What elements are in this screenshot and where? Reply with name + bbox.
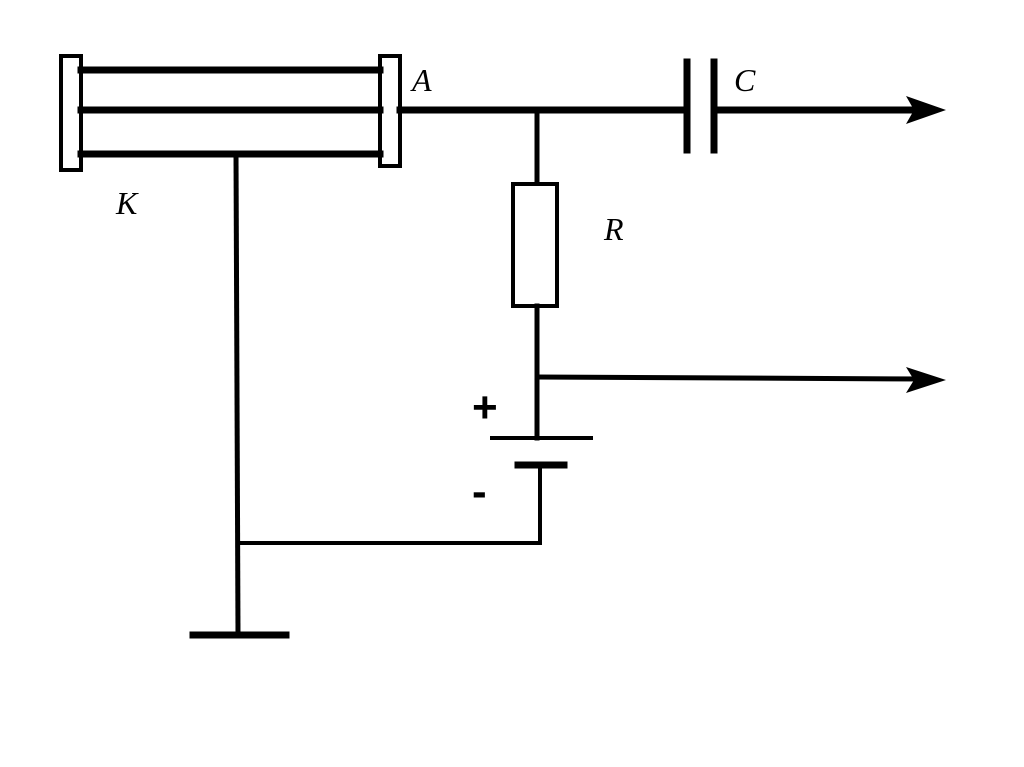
output-arrow-bottom — [906, 367, 946, 393]
tube — [59, 54, 402, 172]
resistor — [511, 182, 559, 308]
capacitor — [683, 58, 718, 154]
battery — [490, 436, 593, 469]
label-battery-minus: - — [472, 467, 487, 516]
label-battery-plus: + — [472, 383, 498, 432]
output-line-bottom — [534, 374, 928, 382]
label-cathode: K — [115, 185, 139, 221]
label-resistor: R — [603, 211, 624, 247]
cathode-ground-wire — [233, 151, 241, 637]
label-anode: A — [410, 62, 432, 98]
output-arrow-top — [906, 96, 946, 124]
label-capacitor: C — [734, 62, 756, 98]
